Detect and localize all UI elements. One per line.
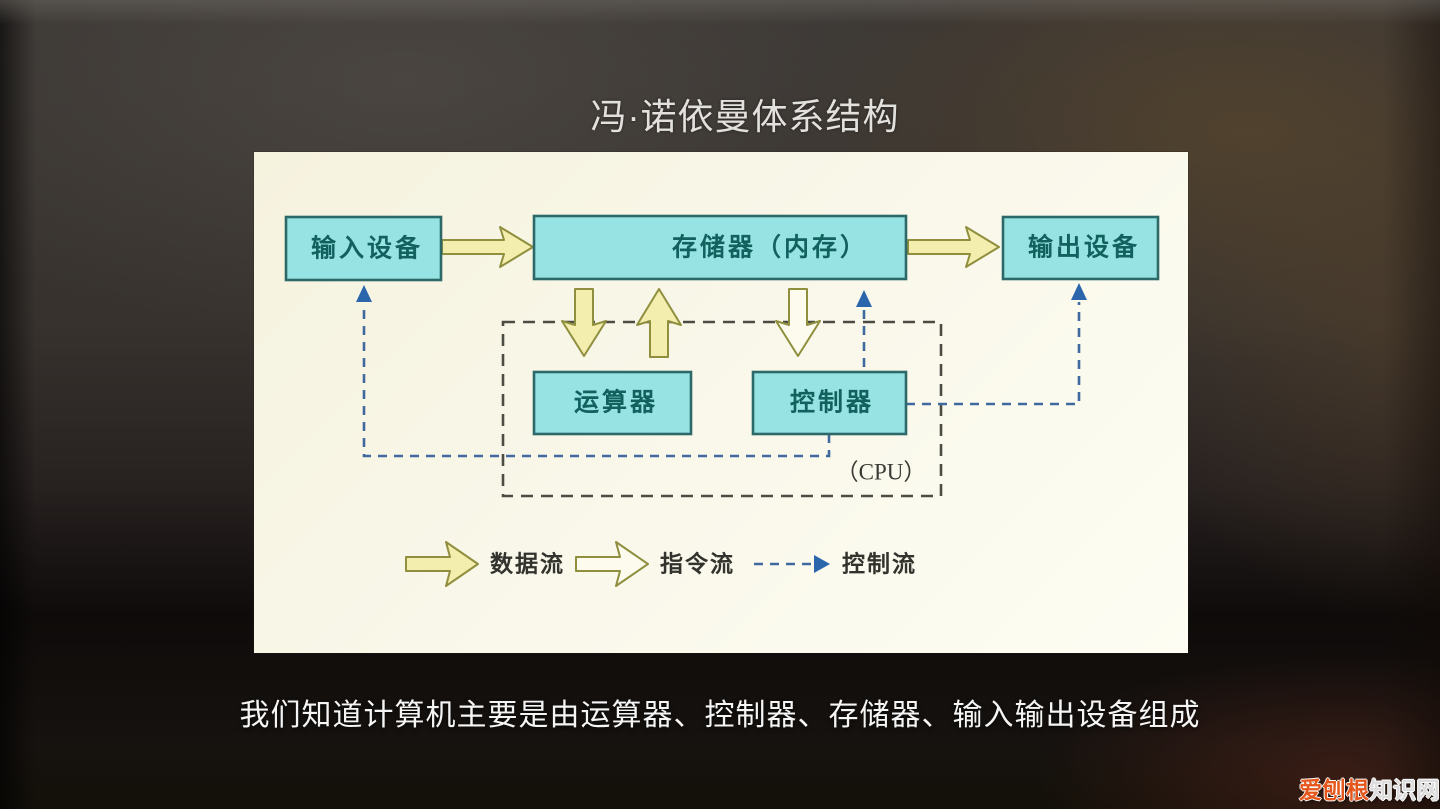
- data-arrow-input-to-memory: [441, 226, 534, 268]
- cpu-boundary-box: [501, 320, 943, 498]
- legend-data-flow-arrow: [405, 541, 479, 587]
- legend-instruction-flow-label: 指令流: [660, 551, 735, 577]
- diagram-panel: 输入设备 存储器（内存） 输出设备 运算器 控制器 （CPU）: [254, 152, 1188, 653]
- control-unit-label: 控制器: [790, 389, 874, 417]
- legend-control-flow-arrowhead: [814, 555, 830, 573]
- watermark-brand: 爱刨根: [1299, 777, 1370, 803]
- von-neumann-diagram: 输入设备 存储器（内存） 输出设备 运算器 控制器 （CPU）: [284, 214, 1160, 587]
- data-arrow-alu-to-memory: [636, 288, 682, 358]
- cpu-label: （CPU）: [836, 460, 927, 485]
- control-arrowhead-output: [1071, 283, 1087, 300]
- memory-rect: [532, 214, 908, 281]
- data-arrow-memory-to-output: [907, 226, 1000, 268]
- input-device-rect: [284, 215, 443, 282]
- control-flow-line-to-input: [362, 304, 831, 458]
- watermark-suffix: 知识网: [1369, 777, 1440, 803]
- memory-label: 存储器（内存）: [672, 233, 868, 262]
- control-arrowhead-input: [356, 285, 372, 302]
- legend: 数据流 指令流 控制流: [405, 541, 917, 587]
- instruction-arrow-memory-to-control: [775, 288, 821, 357]
- legend-data-flow-label: 数据流: [490, 551, 565, 577]
- output-device-label: 输出设备: [1028, 233, 1140, 262]
- alu-label: 运算器: [574, 388, 658, 417]
- control-flow-line-to-output: [906, 302, 1081, 406]
- output-device-box: 输出设备: [1001, 215, 1160, 281]
- memory-box: 存储器（内存）: [532, 214, 908, 281]
- alu-rect: [532, 370, 693, 436]
- slide-title: 冯·诺依曼体系结构: [590, 96, 900, 137]
- caption: 我们知道计算机主要是由运算器、控制器、存储器、输入输出设备组成: [239, 699, 1201, 732]
- control-unit-rect: [751, 370, 908, 436]
- data-arrow-memory-to-alu: [561, 288, 607, 357]
- input-device-box: 输入设备: [284, 215, 443, 282]
- control-arrowhead-memory: [856, 290, 872, 307]
- input-device-label: 输入设备: [311, 234, 423, 263]
- control-unit-box: 控制器: [751, 370, 908, 436]
- output-device-rect: [1001, 215, 1160, 281]
- watermark: 爱刨根知识网: [1299, 771, 1440, 805]
- legend-instruction-flow-arrow: [575, 541, 649, 587]
- legend-control-flow-label: 控制流: [842, 551, 917, 577]
- alu-box: 运算器: [532, 370, 693, 436]
